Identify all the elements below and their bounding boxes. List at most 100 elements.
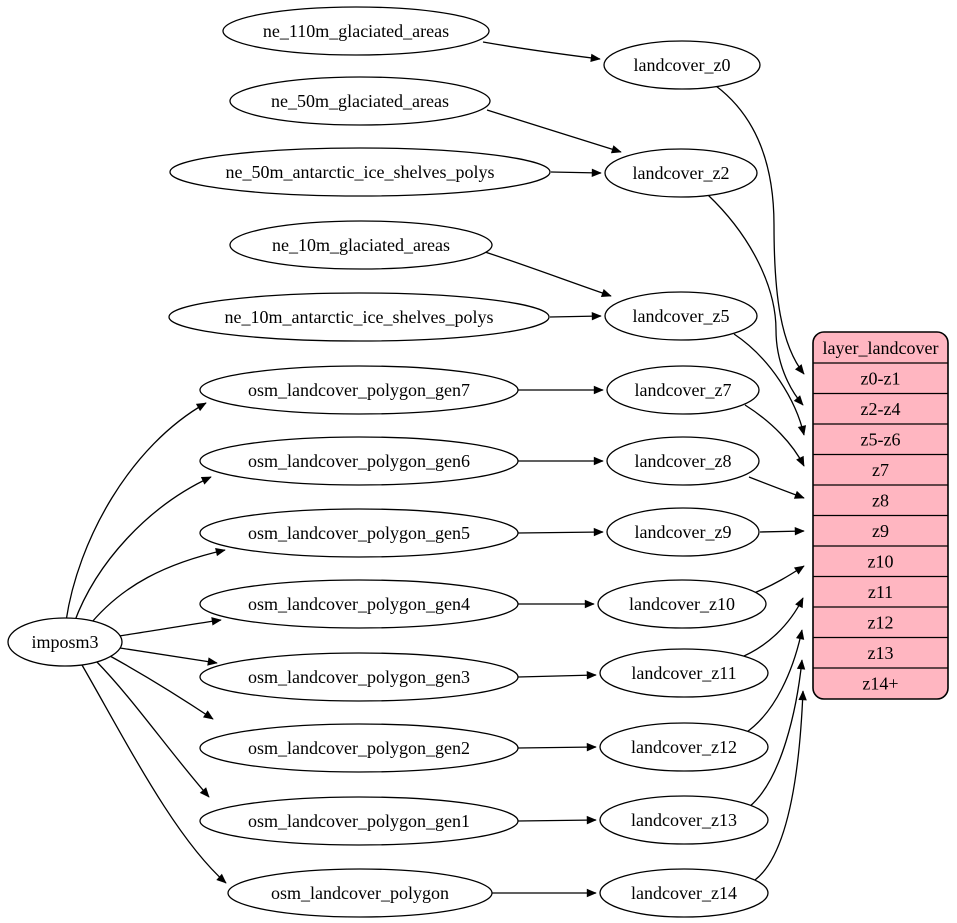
edge-landcover_z8-row-z8	[748, 476, 805, 499]
node-ne_10m_glaciated_areas: ne_10m_glaciated_areas	[229, 220, 493, 270]
edge-imposm3-osm_landcover_polygon	[81, 664, 227, 884]
edge-ne_10m_glaciated_areas-landcover_z5	[484, 251, 612, 298]
record-title: layer_landcover	[823, 338, 939, 358]
node-label: osm_landcover_polygon_gen6	[248, 451, 470, 471]
node-osm_landcover_polygon_gen1: osm_landcover_polygon_gen1	[199, 796, 519, 846]
node-ne_10m_antarctic_ice_shelves_polys: ne_10m_antarctic_ice_shelves_polys	[168, 292, 550, 342]
node-landcover_z0: landcover_z0	[603, 40, 761, 90]
node-ellipse	[603, 40, 761, 90]
node-osm_landcover_polygon_gen3: osm_landcover_polygon_gen3	[199, 652, 519, 702]
edge-ne_50m_antarctic_ice_shelves_polys-landcover_z2	[550, 168, 602, 178]
node-label: ne_110m_glaciated_areas	[263, 21, 449, 41]
record-row-z9: z9	[872, 521, 889, 541]
edge-imposm3-osm_landcover_polygon_gen2	[109, 655, 214, 720]
edge-osm_landcover_polygon_gen1-landcover_z13	[517, 815, 597, 825]
node-label: osm_landcover_polygon_gen5	[248, 523, 470, 543]
node-label: osm_landcover_polygon_gen2	[248, 738, 470, 758]
edge-osm_landcover_polygon_gen5-landcover_z9	[517, 527, 604, 537]
node-ellipse	[199, 436, 519, 486]
edge-ne_50m_glaciated_areas-landcover_z2	[486, 109, 622, 154]
record-row-z0-z1: z0-z1	[861, 369, 901, 389]
edge-imposm3-osm_landcover_polygon_gen4	[118, 617, 222, 637]
node-landcover_z14: landcover_z14	[599, 868, 769, 918]
edge-imposm3-osm_landcover_polygon_gen5	[86, 547, 226, 629]
node-ellipse	[229, 220, 493, 270]
node-ellipse	[199, 652, 519, 702]
edge-landcover_z10-row-z10	[753, 565, 805, 594]
record-row-z10: z10	[868, 552, 894, 572]
node-imposm3: imposm3	[7, 617, 123, 667]
edge-imposm3-osm_landcover_polygon_gen7	[65, 402, 207, 622]
edge-landcover_z14-row-z14plus	[754, 690, 807, 881]
node-osm_landcover_polygon_gen5: osm_landcover_polygon_gen5	[199, 508, 519, 558]
node-ellipse	[199, 579, 519, 629]
node-label: ne_10m_glaciated_areas	[272, 235, 450, 255]
node-label: landcover_z0	[634, 55, 731, 75]
node-ellipse	[199, 508, 519, 558]
node-ellipse	[606, 507, 760, 557]
node-ellipse	[227, 868, 493, 918]
node-osm_landcover_polygon: osm_landcover_polygon	[227, 868, 493, 918]
node-landcover_z13: landcover_z13	[599, 795, 769, 845]
node-ellipse	[599, 722, 769, 772]
edge-landcover_z9-row-z9	[759, 527, 805, 536]
node-label: osm_landcover_polygon_gen3	[248, 667, 470, 687]
node-landcover_z5: landcover_z5	[604, 291, 758, 341]
node-osm_landcover_polygon_gen2: osm_landcover_polygon_gen2	[199, 723, 519, 773]
node-ne_110m_glaciated_areas: ne_110m_glaciated_areas	[222, 6, 490, 56]
edge-ne_10m_antarctic_ice_shelves_polys-landcover_z5	[549, 311, 602, 321]
record-row-z12: z12	[868, 613, 894, 633]
node-landcover_z2: landcover_z2	[604, 148, 758, 198]
node-osm_landcover_polygon_gen4: osm_landcover_polygon_gen4	[199, 579, 519, 629]
record-row-z8: z8	[872, 491, 889, 511]
node-label: landcover_z2	[633, 163, 730, 183]
node-ne_50m_antarctic_ice_shelves_polys: ne_50m_antarctic_ice_shelves_polys	[169, 147, 551, 197]
node-label: landcover_z8	[635, 451, 732, 471]
edge-imposm3-osm_landcover_polygon_gen1	[95, 660, 210, 798]
edge-landcover_z7-row-z7	[744, 404, 805, 467]
node-label: osm_landcover_polygon_gen4	[248, 594, 470, 614]
node-label: landcover_z9	[635, 522, 732, 542]
node-ellipse	[599, 648, 769, 698]
node-ellipse	[222, 6, 490, 56]
node-ellipse	[597, 579, 767, 629]
node-ellipse	[604, 291, 758, 341]
edge-osm_landcover_polygon_gen2-landcover_z12	[517, 742, 597, 752]
edge-landcover_z11-row-z11	[736, 597, 804, 660]
edge-imposm3-osm_landcover_polygon_gen3	[119, 647, 218, 666]
node-landcover_z10: landcover_z10	[597, 579, 767, 629]
node-label: landcover_z13	[631, 810, 737, 830]
node-landcover_z12: landcover_z12	[599, 722, 769, 772]
node-label: landcover_z11	[631, 663, 736, 683]
node-label: landcover_z10	[629, 594, 735, 614]
node-ellipse	[599, 868, 769, 918]
node-label: osm_landcover_polygon_gen7	[248, 380, 470, 400]
node-osm_landcover_polygon_gen6: osm_landcover_polygon_gen6	[199, 436, 519, 486]
node-ellipse	[606, 436, 760, 486]
edge-ne_110m_glaciated_areas-landcover_z0	[482, 41, 601, 63]
edges-layer	[65, 41, 807, 898]
node-label: osm_landcover_polygon	[271, 883, 449, 903]
node-ellipse	[229, 76, 491, 126]
node-ne_50m_glaciated_areas: ne_50m_glaciated_areas	[229, 76, 491, 126]
record-row-z14plus: z14+	[862, 674, 898, 694]
node-label: ne_50m_antarctic_ice_shelves_polys	[226, 162, 495, 182]
node-ellipse	[168, 292, 550, 342]
node-osm_landcover_polygon_gen7: osm_landcover_polygon_gen7	[199, 365, 519, 415]
edge-landcover_z2-row-z2-z4	[707, 194, 804, 406]
edge-landcover_z5-row-z5-z6	[733, 333, 807, 436]
record-row-z5-z6: z5-z6	[861, 430, 901, 450]
node-label: ne_10m_antarctic_ice_shelves_polys	[225, 307, 494, 327]
node-landcover_z7: landcover_z7	[606, 365, 760, 415]
record-row-z7: z7	[872, 460, 889, 480]
node-ellipse	[199, 723, 519, 773]
node-label: landcover_z14	[631, 883, 737, 903]
node-label: ne_50m_glaciated_areas	[271, 91, 449, 111]
node-label: landcover_z12	[631, 737, 737, 757]
edge-osm_landcover_polygon_gen3-landcover_z11	[517, 671, 597, 680]
record-row-z13: z13	[868, 643, 894, 663]
edge-landcover_z12-row-z12	[743, 629, 805, 735]
node-ellipse	[169, 147, 551, 197]
